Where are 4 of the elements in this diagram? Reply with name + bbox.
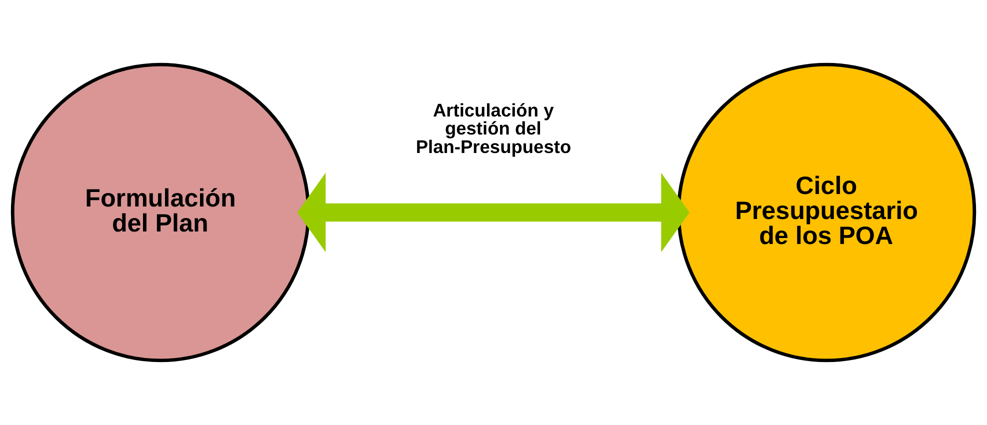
node-circle: Formulación del Plan xyxy=(10,62,310,362)
node-circle: Ciclo Presupuestario de los POA xyxy=(676,62,976,362)
arrow xyxy=(297,172,690,252)
edge-label: Articulación y gestión del Plan-Presupuesto xyxy=(416,99,572,157)
